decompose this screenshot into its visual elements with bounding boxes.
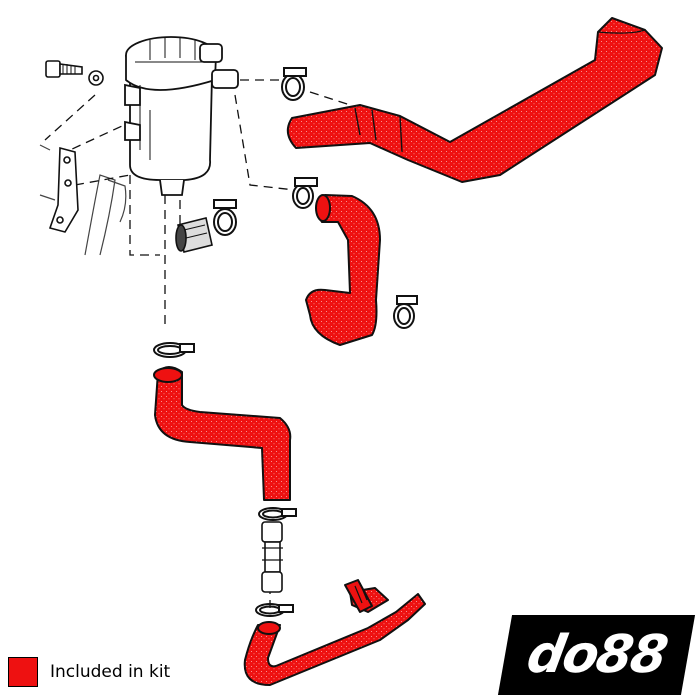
hose-clamps [153, 67, 418, 617]
clamp-drain-bottom [258, 507, 297, 521]
mounting-bracket [48, 146, 79, 233]
legend-label: Included in kit [50, 662, 171, 682]
legend-swatch [8, 657, 38, 687]
oil-catch-can [124, 36, 239, 196]
connector-pipe [261, 521, 283, 593]
clamp-upper-right [281, 67, 307, 101]
clamp-drain-top [153, 342, 195, 358]
bolt-and-washer [45, 60, 104, 86]
brand-logo: do88 [497, 615, 696, 695]
engine-outline [39, 144, 127, 256]
legend: Included in kit [8, 656, 170, 688]
clamp-mid-right [292, 177, 318, 209]
clamp-right-small [393, 295, 418, 329]
clamp-can [213, 199, 237, 236]
clamp-bottom [255, 603, 294, 617]
drain-hose-lower [154, 366, 292, 501]
breather-hose-upper-long [286, 17, 663, 183]
kit-hoses [153, 17, 663, 686]
breather-hose-mid-bend [305, 194, 381, 346]
logo-text: do88 [522, 625, 671, 685]
return-hose-bottom [243, 593, 426, 686]
coupling-hose [175, 217, 213, 253]
